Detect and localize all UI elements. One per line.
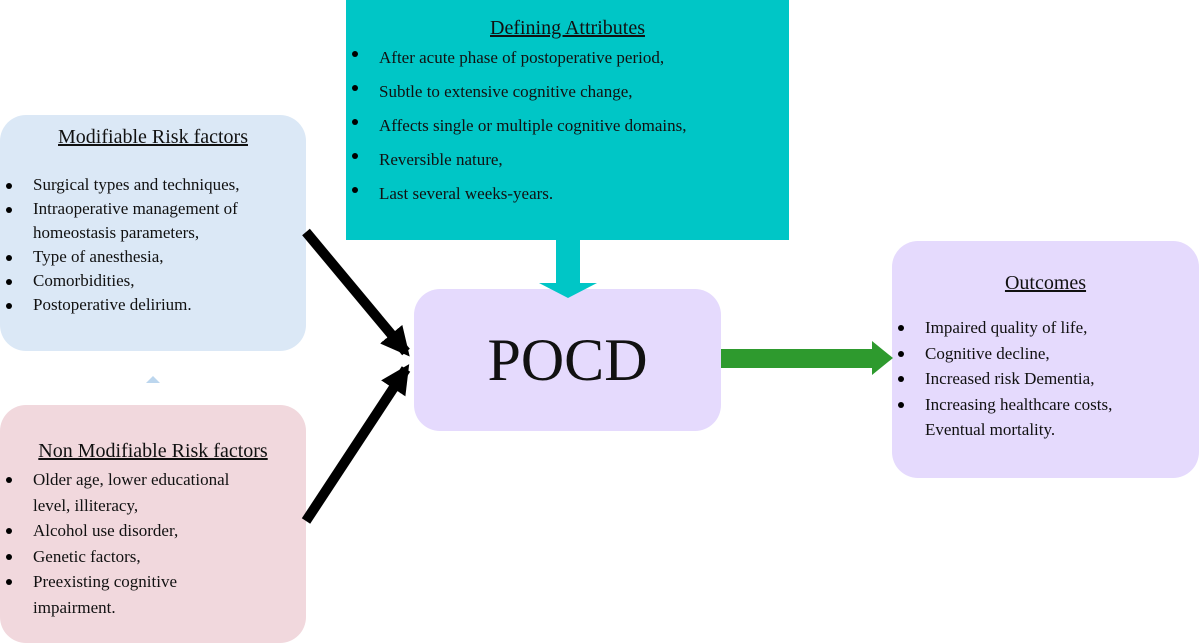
list-item: impairment. xyxy=(33,597,116,617)
list-item: Impaired quality of life, xyxy=(892,315,1199,341)
non-modifiable-risk-factors-title: Non Modifiable Risk factors xyxy=(38,440,268,462)
list-item: Type of anesthesia, xyxy=(0,245,306,269)
outcomes-title: Outcomes xyxy=(1004,272,1087,294)
list-item: Increasing healthcare costs, xyxy=(892,392,1199,418)
attributes-to-pocd-arrow xyxy=(539,240,597,298)
non-modifiable-to-pocd-arrow xyxy=(301,364,411,524)
list-item: After acute phase of postoperative perio… xyxy=(346,41,789,75)
list-item: Preexisting cognitive xyxy=(0,569,306,595)
pocd-to-outcomes-arrow xyxy=(721,341,893,375)
list-item: Subtle to extensive cognitive change, xyxy=(346,75,789,109)
modifiable-risk-factors-list: Surgical types and techniques, Intraoper… xyxy=(0,173,306,317)
outcomes-box: Outcomes Impaired quality of life, Cogni… xyxy=(892,241,1199,478)
list-item: Postoperative delirium. xyxy=(0,293,306,317)
list-item: Affects single or multiple cognitive dom… xyxy=(346,109,789,143)
modifiable-risk-factors-box: Modifiable Risk factors Surgical types a… xyxy=(0,115,306,351)
small-up-triangle-icon xyxy=(146,376,160,383)
defining-attributes-box: Defining Attributes After acute phase of… xyxy=(346,0,789,240)
list-item: homeostasis parameters, xyxy=(33,223,200,242)
list-item: Last several weeks-years. xyxy=(346,177,789,211)
outcomes-list: Impaired quality of life, Cognitive decl… xyxy=(892,315,1199,443)
list-item: Genetic factors, xyxy=(0,544,306,570)
list-item: level, illiteracy, xyxy=(33,495,139,515)
pocd-label: POCD xyxy=(487,327,648,393)
modifiable-to-pocd-arrow xyxy=(302,228,410,357)
defining-attributes-title: Defining Attributes xyxy=(490,17,645,39)
non-modifiable-risk-factors-list: Older age, lower educational level, illi… xyxy=(0,467,306,620)
list-item: Reversible nature, xyxy=(346,143,789,177)
list-item: Eventual mortality. xyxy=(925,420,1056,439)
list-item: Comorbidities, xyxy=(0,269,306,293)
list-item: Increased risk Dementia, xyxy=(892,366,1199,392)
list-item: Intraoperative management of xyxy=(0,197,306,221)
defining-attributes-list: After acute phase of postoperative perio… xyxy=(346,41,789,211)
list-item: Older age, lower educational xyxy=(0,467,306,493)
non-modifiable-risk-factors-box: Non Modifiable Risk factors Older age, l… xyxy=(0,405,306,643)
list-item: Cognitive decline, xyxy=(892,341,1199,367)
modifiable-risk-factors-title: Modifiable Risk factors xyxy=(58,126,248,148)
list-item: Surgical types and techniques, xyxy=(0,173,306,197)
pocd-box: POCD xyxy=(414,289,721,431)
list-item: Alcohol use disorder, xyxy=(0,518,306,544)
